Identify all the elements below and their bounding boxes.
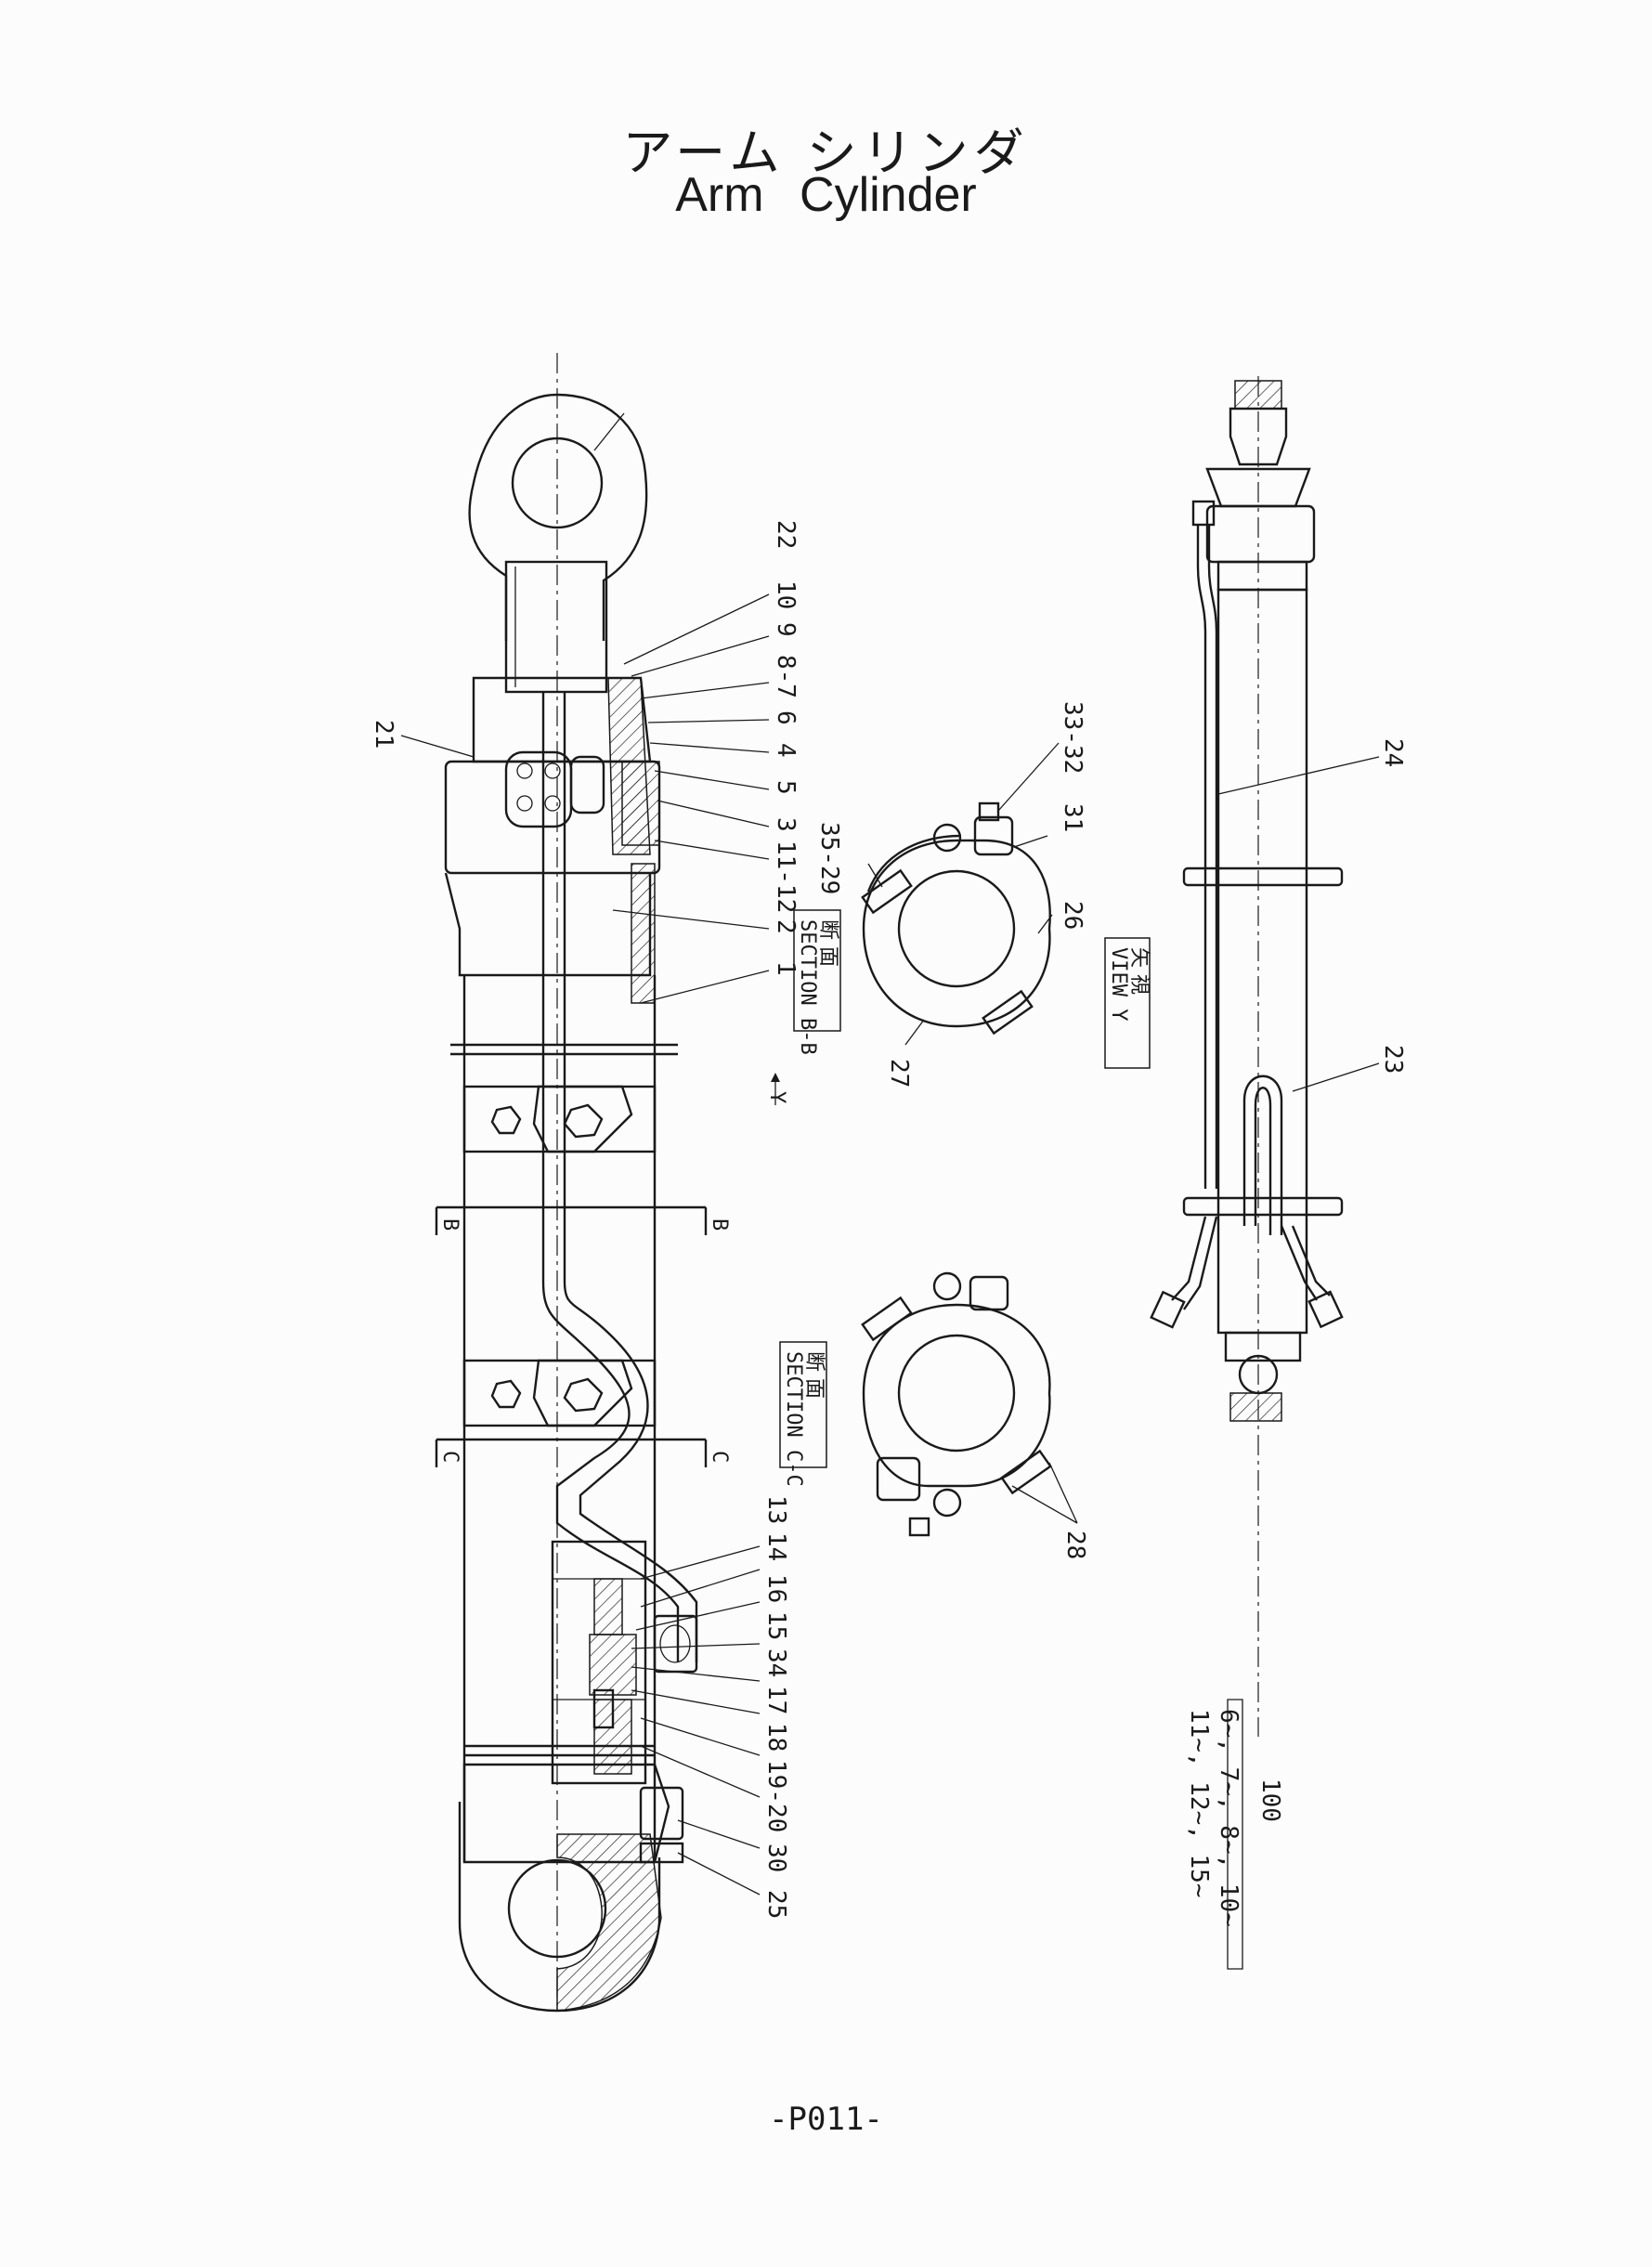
title-japanese: アーム シリンダ	[622, 124, 1030, 182]
note-line-2: 11~, 12~, 15~	[1185, 1709, 1213, 1898]
section-c-bore	[897, 1334, 1016, 1453]
head-block	[444, 760, 661, 875]
section-c-c-jp: 断 面	[802, 1351, 826, 1399]
callout-16: 16	[762, 1574, 790, 1603]
section-b-b-jp: 断 面	[816, 919, 839, 967]
callout-25: 25	[762, 1890, 790, 1919]
callout-11-12: 11-12	[772, 840, 800, 913]
callout-6: 6	[772, 710, 800, 725]
callout-17: 17	[762, 1686, 790, 1714]
callout-4: 4	[772, 743, 800, 758]
cut-label-c-right: C	[708, 1451, 731, 1463]
serial-note: 100 6~, 7~, 8~, 10~ 11~, 12~, 15~	[1185, 1699, 1284, 1970]
view-y-jp: 矢 視	[1127, 947, 1151, 995]
section-b-b-label: SECTION B-B	[796, 919, 819, 1055]
callout-22: 22	[772, 520, 800, 549]
piston-rod	[504, 560, 608, 694]
section-c-c-label-box: 断 面 SECTION C-C	[779, 1341, 827, 1487]
callout-21: 21	[370, 720, 397, 749]
title-english: Arm Cylinder	[675, 168, 977, 222]
callout-31: 31	[1059, 803, 1086, 832]
page-number: -P011-	[769, 2101, 883, 2138]
main-cylinder	[435, 353, 708, 2013]
callout-24: 24	[1379, 738, 1407, 767]
view-y-cylinder	[1150, 376, 1344, 1737]
rod-eye	[468, 393, 648, 641]
port-flange	[504, 750, 573, 828]
section-c-c-label: SECTION C-C	[782, 1351, 805, 1487]
callout-14: 14	[762, 1532, 790, 1561]
section-b-b-label-box: 断 面 SECTION B-B	[793, 909, 841, 1055]
callout-8-7: 8-7	[772, 655, 800, 698]
callout-15: 15	[762, 1611, 790, 1640]
section-c-c-view	[861, 1271, 1078, 1537]
view-y-label-box: 矢 視 VIEW Y	[1104, 937, 1151, 1069]
callout-19-20: 19-20	[762, 1760, 790, 1832]
section-b-bore	[897, 869, 1016, 988]
piston	[551, 1540, 647, 1785]
callout-3: 3	[772, 817, 800, 832]
callout-5: 5	[772, 780, 800, 795]
callout-leaders	[400, 593, 770, 1896]
section-c-c-callouts: 28	[1061, 1531, 1089, 1559]
rod-eye-bore	[511, 436, 604, 529]
cut-labels: B B C C Y	[438, 1073, 788, 1463]
callout-2: 2	[772, 919, 800, 934]
cut-label-b-right: B	[708, 1218, 731, 1231]
callout-33-32: 33-32	[1059, 701, 1086, 774]
view-y-callouts: 24 23	[1217, 738, 1407, 1092]
callout-10: 10	[772, 580, 800, 609]
note-line-1: 6~, 7~, 8~, 10~	[1215, 1709, 1242, 1927]
cut-label-c-left: C	[438, 1451, 462, 1463]
callout-27: 27	[885, 1059, 913, 1088]
callout-18: 18	[762, 1723, 790, 1752]
view-y-tube	[1216, 588, 1308, 1335]
callout-30: 30	[762, 1844, 790, 1872]
cut-label-b-left: B	[438, 1218, 462, 1231]
callout-1: 1	[772, 961, 800, 976]
note-header: 100	[1256, 1778, 1284, 1822]
view-y-arrow-label: Y	[765, 1091, 788, 1103]
cylinder-cap	[462, 1763, 670, 1864]
callout-28: 28	[1061, 1531, 1089, 1559]
callout-9: 9	[772, 622, 800, 637]
callout-13: 13	[762, 1495, 790, 1524]
callouts-main: 22 10 9 8-7 6 4 5 3 11-12 2 1 21 13 14 1…	[370, 520, 800, 1919]
callout-23: 23	[1379, 1045, 1407, 1074]
view-y-label: VIEW Y	[1107, 947, 1130, 1021]
section-b-b-callouts: 33-32 31 35-29 26 27	[815, 701, 1086, 1088]
hydraulic-pipe	[541, 692, 680, 1662]
section-b-b-view	[861, 742, 1060, 1046]
callout-26: 26	[1059, 901, 1086, 930]
bottom-eye-bore	[507, 1858, 607, 1959]
callout-35-29: 35-29	[815, 822, 843, 894]
callout-34: 34	[762, 1648, 790, 1677]
